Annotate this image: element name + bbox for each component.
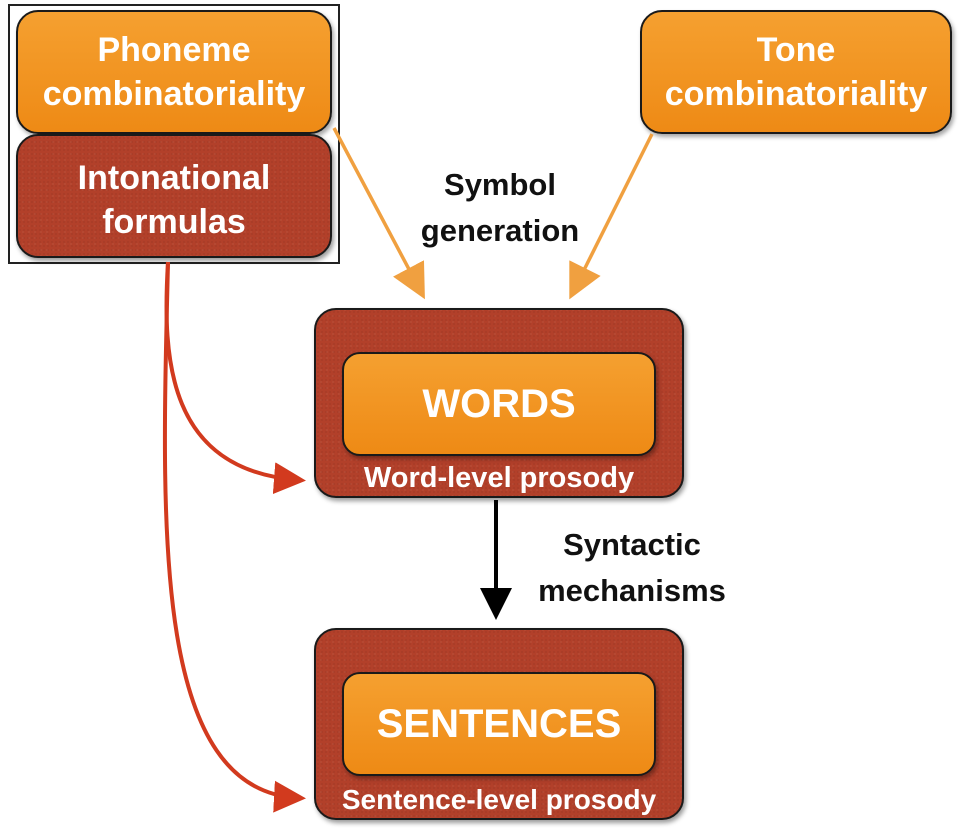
tone-to-words-arrow: [569, 133, 654, 300]
words-label: WORDS: [422, 381, 576, 426]
intonation-to-words-arrow: [164, 261, 306, 495]
tone-combinatoriality-box: Tone combinatoriality: [640, 10, 952, 134]
syntactic-mechanisms-label: Syntactic mechanisms: [538, 527, 726, 608]
phoneme-combinatoriality-box: Phoneme combinatoriality: [16, 10, 332, 134]
symbol-generation-label: Symbol generation: [420, 167, 580, 248]
sentences-box: SENTENCES: [342, 672, 656, 776]
word-level-prosody-label: Word-level prosody: [363, 462, 635, 494]
sentences-container: SENTENCES Sentence-level prosody: [314, 628, 684, 820]
intonational-formulas-label: Intonational formulas: [77, 159, 271, 241]
sentences-label: SENTENCES: [376, 701, 622, 746]
intonation-to-sentences-arrow: [162, 261, 306, 813]
sentence-level-prosody-label: Sentence-level prosody: [341, 784, 657, 815]
intonational-formulas-box: Intonational formulas: [16, 134, 332, 258]
phoneme-combinatoriality-label: Phoneme combinatoriality: [42, 31, 306, 113]
tone-combinatoriality-label: Tone combinatoriality: [664, 31, 928, 113]
words-box: WORDS: [342, 352, 656, 456]
phoneme-to-words-arrow: [332, 127, 425, 300]
words-container: WORDS Word-level prosody: [314, 308, 684, 498]
